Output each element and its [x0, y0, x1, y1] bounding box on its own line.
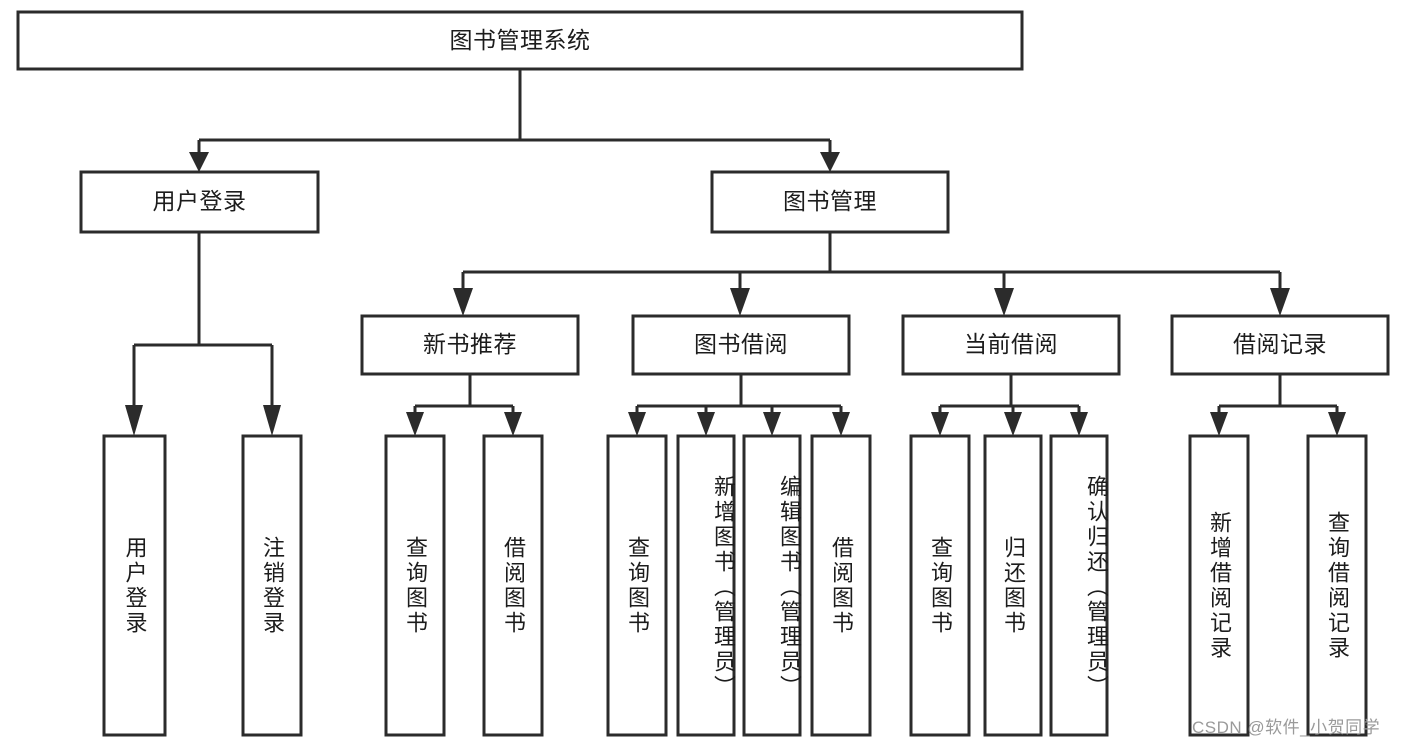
connector-group-new-book [406, 374, 522, 436]
arrowhead-user-l1 [125, 405, 143, 436]
connector-group-borrow [628, 374, 850, 436]
node-box-leaf-7[interactable] [810, 434, 872, 737]
watermark-csdn: CSDN @软件_小贺同学 [1192, 718, 1381, 737]
arrowhead-user-l2 [263, 405, 281, 436]
arrowhead-bookmgmt-c4 [1270, 288, 1290, 316]
arrowhead-newbook-l2 [504, 412, 522, 436]
arrowhead-current-l3 [1070, 412, 1088, 436]
node-box-level3-3[interactable] [1170, 314, 1390, 376]
node-box-level3-2[interactable] [901, 314, 1121, 376]
node-box-level2-0[interactable] [79, 170, 320, 234]
arrowhead-root-to-book [820, 152, 840, 172]
arrowhead-newbook-l1 [406, 412, 424, 436]
connector-group-borrow-record [1210, 374, 1346, 436]
arrowhead-borrow-l1 [628, 412, 646, 436]
node-box-leaf-2[interactable] [384, 434, 446, 737]
arrowhead-current-l2 [1004, 412, 1022, 436]
node-box-leaf-1[interactable] [241, 434, 303, 737]
node-box-leaf-9[interactable] [983, 434, 1043, 737]
arrowhead-record-l1 [1210, 412, 1228, 436]
node-box-level2-1[interactable] [710, 170, 950, 234]
node-box-leaf-12[interactable] [1306, 434, 1368, 737]
connector-group-root [189, 69, 840, 172]
arrowhead-bookmgmt-c2 [730, 288, 750, 316]
node-box-leaf-10[interactable] [1049, 434, 1109, 737]
node-box-leaf-11[interactable] [1188, 434, 1250, 737]
node-box-leaf-5[interactable] [676, 434, 736, 737]
arrowhead-bookmgmt-c3 [994, 288, 1014, 316]
node-box-root[interactable] [16, 10, 1024, 71]
node-box-leaf-0[interactable] [102, 434, 167, 737]
node-box-leaf-8[interactable] [909, 434, 971, 737]
node-box-level3-0[interactable] [360, 314, 580, 376]
arrowhead-root-to-user [189, 152, 209, 172]
connector-group-book-mgmt [453, 232, 1290, 316]
connector-group-current-borrow [931, 374, 1088, 436]
node-box-level3-1[interactable] [631, 314, 851, 376]
arrowhead-current-l1 [931, 412, 949, 436]
node-box-leaf-3[interactable] [482, 434, 544, 737]
arrowhead-borrow-l4 [832, 412, 850, 436]
arrowhead-bookmgmt-c1 [453, 288, 473, 316]
node-box-leaf-4[interactable] [606, 434, 668, 737]
connector-group-user-login [125, 232, 281, 436]
node-box-leaf-6[interactable] [742, 434, 802, 737]
arrowhead-borrow-l3 [763, 412, 781, 436]
arrowhead-borrow-l2 [697, 412, 715, 436]
arrowhead-record-l2 [1328, 412, 1346, 436]
